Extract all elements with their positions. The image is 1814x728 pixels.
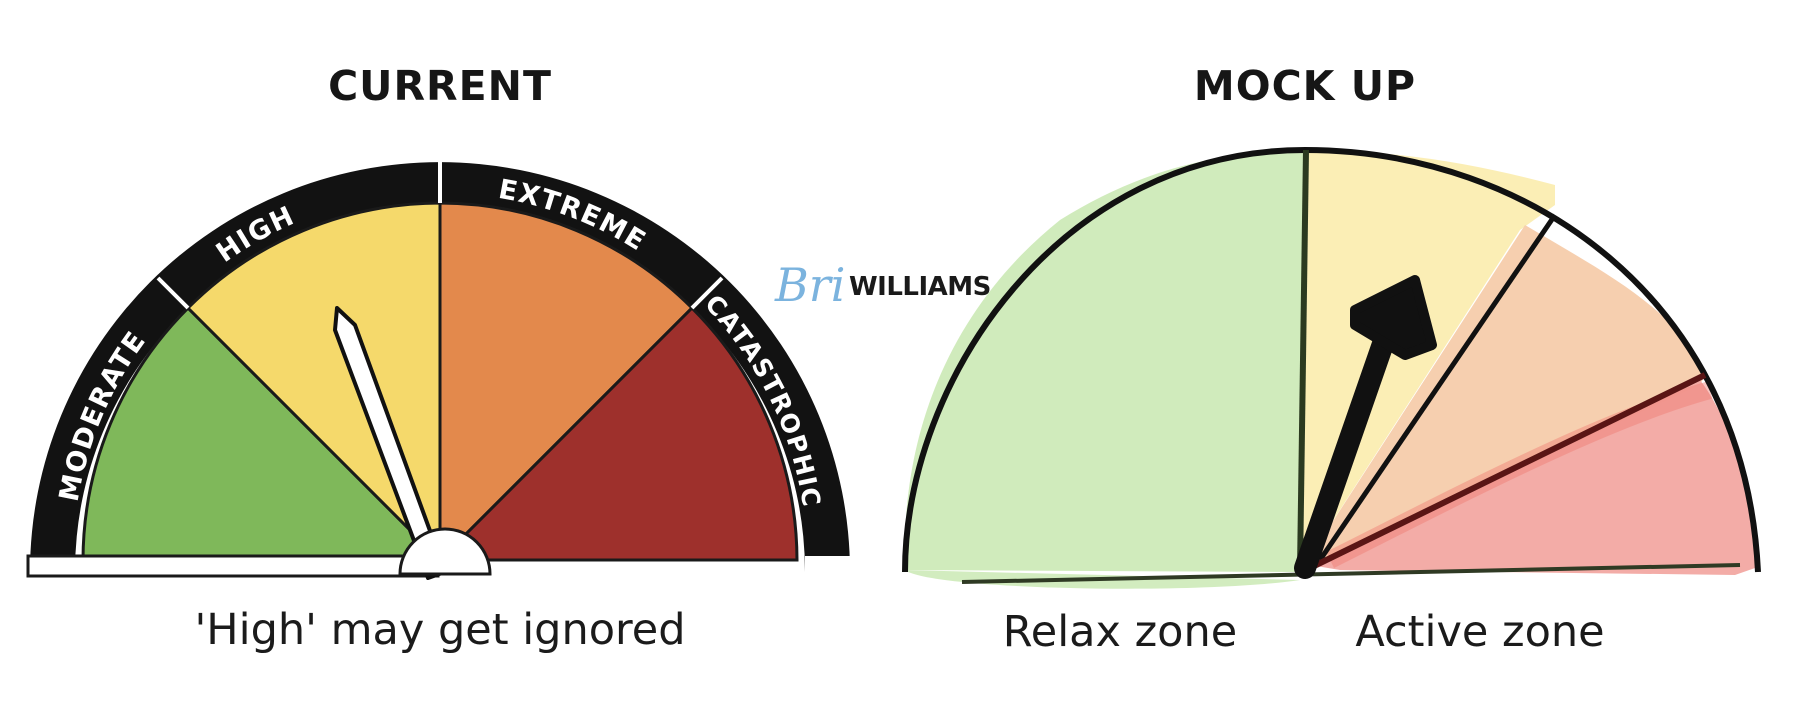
mockup-gauge [902,146,1761,589]
current-segment-high [185,201,442,564]
mockup-segment-relax [904,151,1305,572]
mockup-segment-active-low [1300,150,1555,572]
mockup-arrow-shaft [1294,327,1396,579]
current-gauge-caption: 'High' may get ignored [194,605,686,655]
current-gauge-hub [398,527,492,576]
relax-zone-label: Relax zone [1002,607,1238,657]
logo-script-text: Bri [775,258,846,312]
mockup-gauge-title: MOCK UP [1193,62,1417,110]
mockup-segment-active-mid [1300,225,1705,572]
current-segment-moderate [81,305,444,562]
active-zone-label: Active zone [1355,607,1605,657]
current-gauge-title: CURRENT [328,62,552,110]
mockup-segment-active-high [1310,380,1755,575]
bri-williams-logo: Bri WILLIAMS [775,258,995,312]
mockup-arrow-head [1350,275,1437,360]
current-segment-catastrophic [436,305,799,562]
current-gauge-base [26,554,440,578]
current-gauge: MODERATE HIGH EXTREME CATASTROPHIC [26,162,855,580]
logo-word-text: WILLIAMS [849,272,991,302]
current-gauge-rim [30,162,850,572]
current-segment-extreme [438,201,695,564]
